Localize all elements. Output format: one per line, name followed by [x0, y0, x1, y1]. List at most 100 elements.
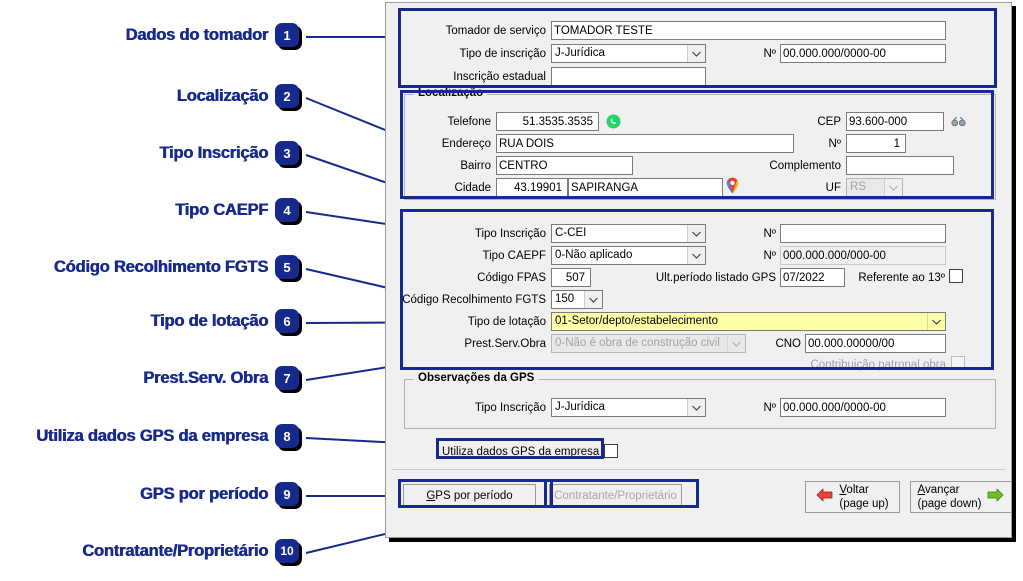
input-endereco[interactable]: RUA DOIS — [496, 134, 794, 153]
select-tipo-caepf-value: 0-Não aplicado — [555, 249, 633, 261]
annotation-4-label: Tipo CAEPF — [174, 200, 268, 219]
annotation-5: Código Recolhimento FGTS 5 — [54, 254, 299, 280]
chevron-down-icon — [884, 179, 902, 196]
select-uf: RS — [846, 178, 903, 197]
label-telefone: Telefone — [447, 116, 491, 128]
select-obs-tipo-inscricao-value: J-Jurídica — [555, 401, 605, 413]
group-observacoes-gps-title: Observações da GPS — [414, 372, 539, 384]
input-numero-caepf[interactable]: 000.000.000/000-00 — [780, 246, 946, 265]
select-tipo-caepf[interactable]: 0-Não aplicado — [551, 246, 706, 265]
input-endereco-numero[interactable]: 1 — [846, 134, 906, 153]
input-tomador-inscricao-estadual[interactable] — [551, 67, 706, 86]
select-codigo-recolhimento-fgts[interactable]: 150 — [551, 290, 603, 309]
annotation-3-label: Tipo Inscrição — [159, 143, 268, 162]
avancar-accesskey: A — [917, 484, 925, 496]
label-cidade: Cidade — [454, 182, 491, 194]
arrow-right-icon — [987, 488, 1004, 506]
annotation-2-label: Localização — [176, 86, 269, 105]
annotation-1: Dados do tomador 1 — [125, 22, 299, 48]
annotation-6-badge: 6 — [275, 309, 299, 333]
input-ult-periodo-gps[interactable]: 07/2022 — [780, 268, 845, 287]
chevron-down-icon[interactable] — [687, 225, 705, 242]
chevron-down-icon[interactable] — [927, 313, 945, 330]
select-uf-value: RS — [850, 181, 866, 193]
input-numero-inscricao[interactable] — [780, 224, 946, 243]
voltar-button[interactable]: Voltar (page up) — [805, 481, 900, 513]
input-bairro[interactable]: CENTRO — [496, 156, 633, 175]
select-codigo-recolhimento-fgts-value: 150 — [555, 293, 575, 305]
select-tipo-inscricao[interactable]: C-CEI — [551, 224, 706, 243]
annotation-1-badge: 1 — [275, 23, 299, 47]
label-utiliza-dados-gps: Utiliza dados GPS da empresa — [442, 446, 600, 458]
label-uf: UF — [825, 182, 841, 194]
label-tomador-inscricao-estadual: Inscrição estadual — [453, 71, 546, 83]
gps-por-periodo-button[interactable]: GPS por período — [403, 484, 536, 508]
annotation-8: Utiliza dados GPS da empresa 8 — [36, 423, 299, 449]
input-tomador-numero[interactable]: 00.000.000/0000-00 — [780, 44, 946, 63]
map-pin-icon[interactable] — [726, 177, 739, 199]
voltar-hint: (page up) — [839, 498, 889, 510]
label-numero-caepf: Nº — [763, 250, 776, 262]
select-obs-tipo-inscricao[interactable]: J-Jurídica — [551, 398, 706, 417]
checkbox-referente-13[interactable] — [949, 269, 963, 283]
label-endereco-numero: Nº — [828, 138, 841, 150]
checkbox-contribuicao-patronal-obra — [951, 356, 965, 370]
label-contribuicao-patronal-obra: Contribuição patronal obra — [810, 359, 946, 371]
annotation-8-label: Utiliza dados GPS da empresa — [36, 426, 268, 445]
input-complemento[interactable] — [846, 156, 954, 175]
annotation-7-badge: 7 — [275, 366, 299, 390]
label-obs-tipo-inscricao: Tipo Inscrição — [474, 402, 546, 414]
chevron-down-icon[interactable] — [687, 247, 705, 264]
group-observacoes-gps: Observações da GPS — [404, 372, 996, 429]
select-tomador-tipo-inscricao-value: J-Jurídica — [555, 47, 605, 59]
label-bairro: Bairro — [460, 160, 491, 172]
annotation-3-badge: 3 — [275, 141, 299, 165]
gps-por-periodo-accesskey: G — [426, 490, 436, 502]
gps-por-periodo-rest: PS por período — [435, 490, 513, 502]
chevron-down-icon — [727, 335, 745, 352]
select-tipo-lotacao[interactable]: 01-Setor/depto/estabelecimento — [551, 312, 946, 331]
select-tipo-lotacao-value: 01-Setor/depto/estabelecimento — [555, 315, 719, 327]
input-obs-numero[interactable]: 00.000.000/0000-00 — [780, 398, 946, 417]
select-tipo-inscricao-value: C-CEI — [555, 227, 587, 239]
label-endereco: Endereço — [441, 138, 491, 150]
arrow-left-icon — [816, 488, 833, 506]
group-localizacao-title: Localização — [414, 87, 488, 99]
contratante-proprietario-label: Contratante/Proprietário — [554, 490, 677, 502]
annotation-2: Localização 2 — [177, 83, 299, 109]
label-numero-inscricao: Nº — [763, 228, 776, 240]
input-telefone-value[interactable]: 51.3535.3535 — [496, 112, 599, 131]
input-codigo-fpas[interactable]: 507 — [551, 268, 591, 287]
select-tomador-tipo-inscricao[interactable]: J-Jurídica — [551, 44, 706, 63]
chevron-down-icon[interactable] — [584, 291, 602, 308]
label-cno: CNO — [775, 338, 801, 350]
input-cno[interactable]: 00.000.00000/00 — [805, 334, 946, 353]
binoculars-icon[interactable] — [951, 115, 966, 133]
annotation-9-label: GPS por período — [139, 484, 268, 503]
input-tomador-nome[interactable]: TOMADOR TESTE — [551, 21, 946, 40]
annotation-10-badge: 10 — [275, 539, 299, 563]
input-cidade-nome[interactable]: SAPIRANGA — [568, 178, 723, 197]
checkbox-utiliza-dados-gps[interactable] — [604, 444, 618, 458]
input-cep[interactable]: 93.600-000 — [846, 112, 944, 131]
annotation-7-label: Prest.Serv. Obra — [143, 368, 268, 387]
annotation-4: Tipo CAEPF 4 — [175, 197, 299, 223]
label-tipo-lotacao: Tipo de lotação — [467, 316, 546, 328]
annotation-1-label: Dados do tomador — [125, 25, 268, 44]
label-tipo-caepf: Tipo CAEPF — [482, 250, 546, 262]
avancar-label: Avançar (page down) — [918, 483, 982, 511]
label-ult-periodo-gps: Ult.período listado GPS — [655, 272, 776, 284]
chevron-down-icon[interactable] — [687, 399, 705, 416]
annotation-10-label: Contratante/Proprietário — [82, 541, 268, 560]
annotation-6-label: Tipo de lotação — [150, 311, 268, 330]
label-codigo-recolhimento-fgts: Código Recolhimento FGTS — [402, 294, 546, 306]
label-tomador-numero: Nº — [763, 48, 776, 60]
chevron-down-icon[interactable] — [687, 45, 705, 62]
annotation-4-badge: 4 — [275, 198, 299, 222]
voltar-label: Voltar (page up) — [839, 483, 888, 511]
whatsapp-icon[interactable] — [606, 114, 621, 134]
annotation-9-badge: 9 — [275, 482, 299, 506]
label-codigo-fpas: Código FPAS — [477, 272, 546, 284]
input-cidade-codigo[interactable]: 43.19901 — [496, 178, 568, 197]
avancar-button[interactable]: Avançar (page down) — [910, 481, 1012, 513]
